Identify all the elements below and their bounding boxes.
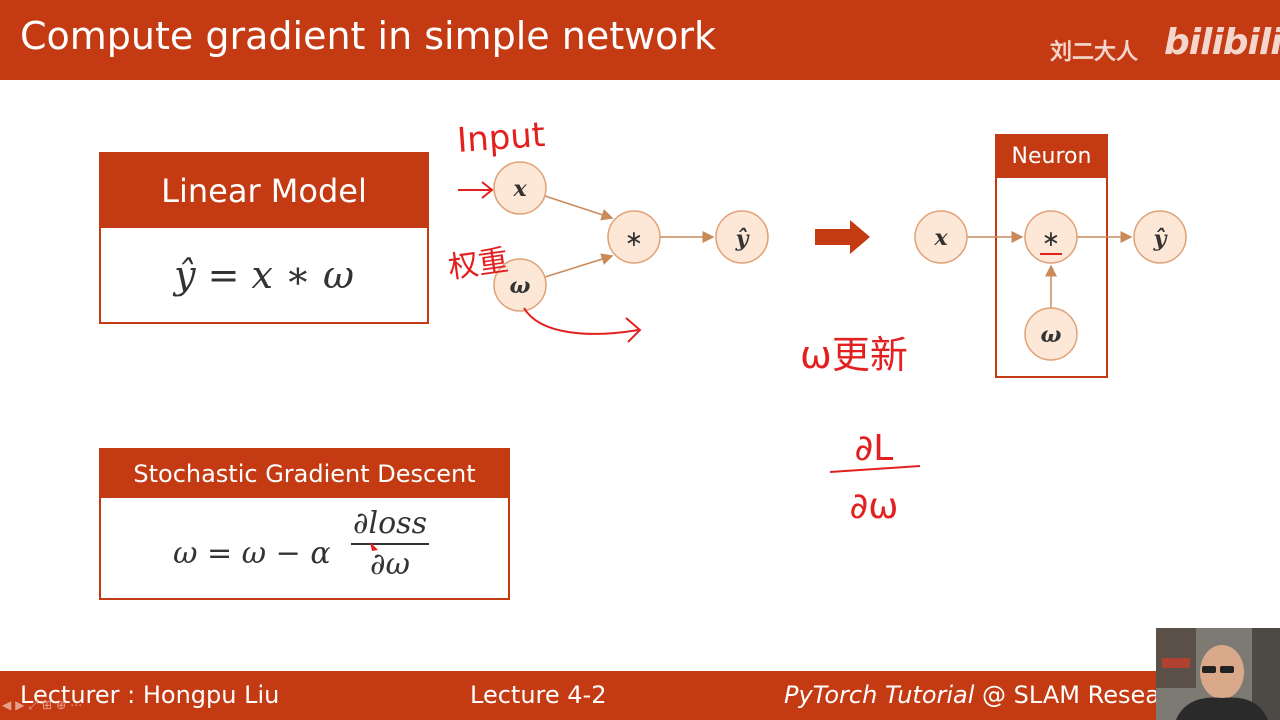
slide-title: Compute gradient in simple network (20, 14, 717, 58)
linear-model-box: Linear Model ŷ = x ∗ ω (99, 152, 429, 324)
sgd-frac-den: ∂ω (369, 547, 410, 582)
node-r-w-label: ω (1041, 322, 1062, 348)
ink-weight-label: 权重 (446, 243, 510, 286)
node-w-label: ω (510, 273, 531, 299)
node-mul-label: ∗ (625, 227, 643, 252)
sgd-title: Stochastic Gradient Descent (101, 450, 508, 498)
edge-w-mul (544, 253, 614, 278)
linear-model-formula: ŷ = x ∗ ω (174, 253, 354, 297)
ink-input-arrow-icon (458, 181, 494, 199)
footer-lecturer: Lecturer : Hongpu Liu (20, 681, 280, 709)
slide-header: Compute gradient in simple network 刘二大人 … (0, 0, 1280, 80)
node-r-y-label: ŷ (1153, 226, 1169, 252)
footer-brand-italic: PyTorch Tutorial (784, 681, 975, 709)
node-y (715, 210, 769, 264)
ink-frac-bar (829, 465, 921, 473)
ink-input-label: Input (456, 115, 547, 161)
bilibili-logo: bilibili (1164, 22, 1280, 63)
sgd-formula: ω = ω − α ∂loss ∂ω (101, 498, 508, 598)
ink-w-update-label: ω更新 (800, 333, 908, 377)
footer-lecture-number: Lecture 4-2 (470, 681, 607, 709)
sgd-formula-lhs: ω = ω − α (173, 536, 331, 571)
edge-x-mul (544, 195, 614, 221)
lecturer-webcam (1156, 628, 1280, 720)
footer-brand-rest: @ SLAM Resear (974, 681, 1170, 709)
node-w (493, 258, 547, 312)
node-y-label: ŷ (735, 226, 751, 252)
ink-dl-num: ∂L (855, 428, 894, 469)
node-r-w (1024, 307, 1078, 361)
sgd-fraction: ∂loss ∂ω (351, 506, 429, 582)
playback-controls-icon[interactable]: ◀▶⤢⊞⊕⋯ (2, 698, 87, 712)
brand-name: 刘二大人 (1050, 40, 1139, 65)
node-r-x-label: x (933, 225, 948, 251)
node-r-x (914, 210, 968, 264)
pointer-icon (370, 542, 378, 551)
node-x-label: x (512, 176, 527, 202)
transition-arrow-icon (815, 220, 870, 254)
ink-update-arrow-icon (523, 307, 642, 343)
node-r-mul-label: ∗ (1042, 227, 1060, 252)
webcam-figure (1156, 628, 1280, 720)
ink-dl-den: ∂ω (850, 486, 899, 527)
footer-brand: PyTorch Tutorial @ SLAM Resear (784, 681, 1170, 709)
sgd-frac-num: ∂loss (351, 506, 429, 545)
linear-model-title: Linear Model (101, 154, 427, 228)
sgd-box: Stochastic Gradient Descent ω = ω − α ∂l… (99, 448, 510, 600)
node-r-mul (1024, 210, 1078, 264)
neuron-box: Neuron (995, 134, 1108, 378)
node-mul (607, 210, 661, 264)
slide-footer: Lecturer : Hongpu Liu Lecture 4-2 PyTorc… (0, 671, 1280, 720)
node-r-y (1133, 210, 1187, 264)
node-x (493, 161, 547, 215)
neuron-title: Neuron (997, 136, 1106, 178)
